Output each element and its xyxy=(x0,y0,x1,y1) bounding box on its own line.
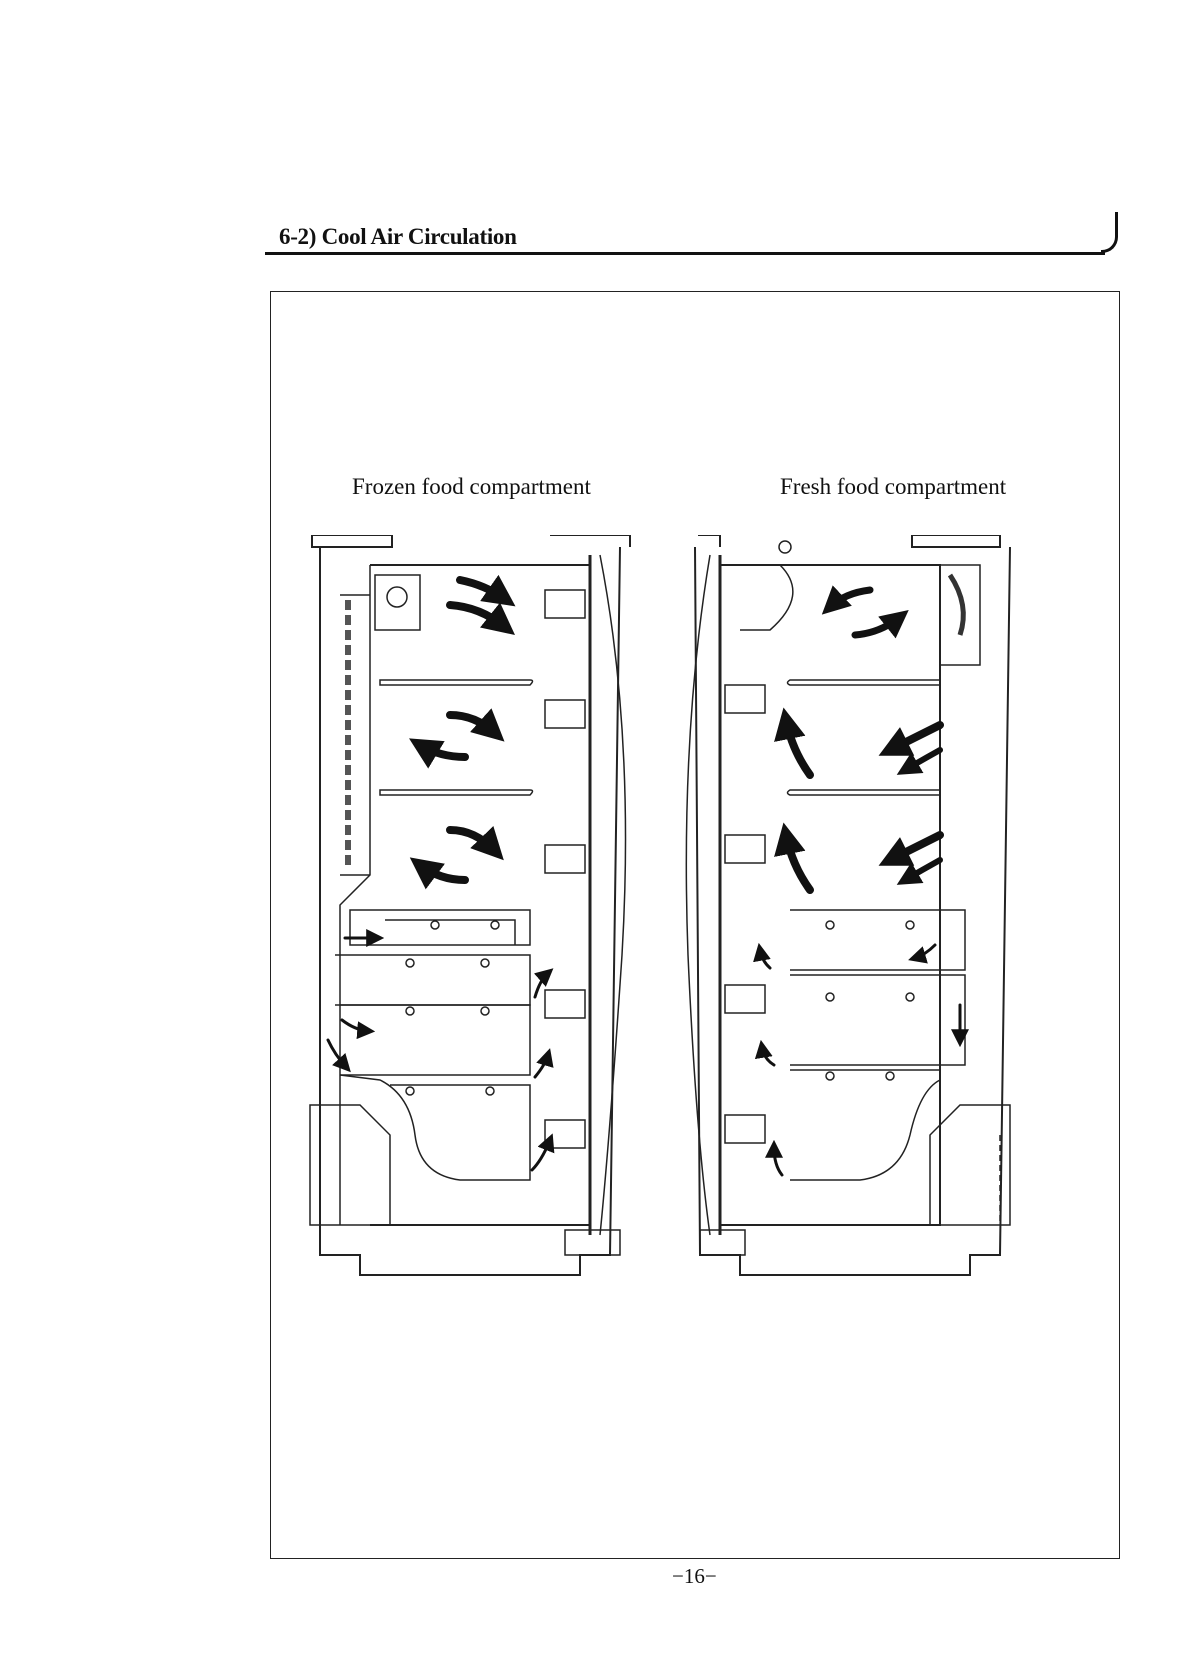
frozen-compartment-label: Frozen food compartment xyxy=(352,474,591,500)
fresh-compartment-label: Fresh food compartment xyxy=(780,474,1006,500)
page-number: −16− xyxy=(672,1564,717,1589)
section-title: 6-2) Cool Air Circulation xyxy=(279,224,517,250)
refrigerator-airflow-diagram xyxy=(300,535,1090,1335)
section-header: 6-2) Cool Air Circulation xyxy=(265,212,1110,260)
section-rule-end xyxy=(1101,212,1118,253)
fresh-compartment-drawing xyxy=(686,535,1010,1275)
section-rule xyxy=(265,252,1105,255)
frozen-compartment-drawing xyxy=(310,535,630,1275)
